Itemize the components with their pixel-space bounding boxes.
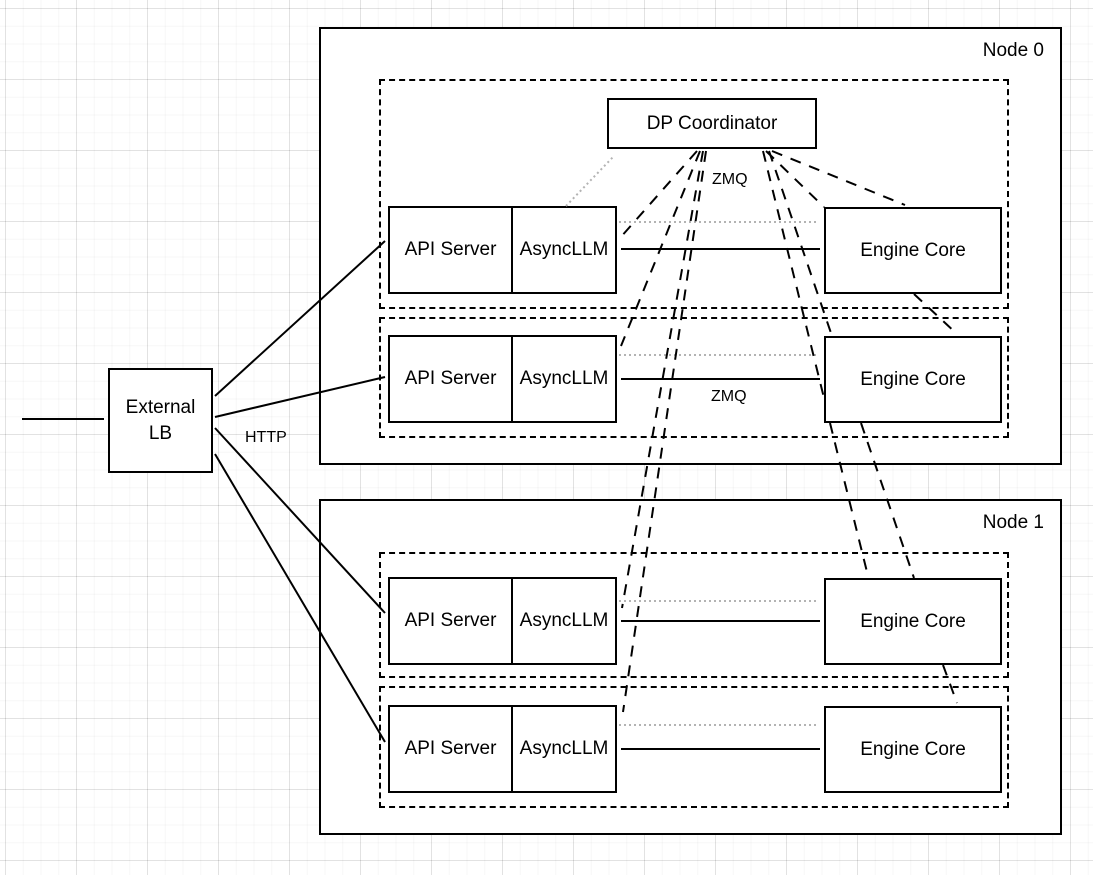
api-server-label: API Server [390,337,513,421]
asyncllm-label: AsyncLLM [519,738,609,759]
node0-label: Node 0 [982,40,1044,61]
external-lb-label: External LB [125,396,196,444]
api-server-label: API Server [390,707,513,791]
engine-core-label: Engine Core [860,368,966,390]
engine-core-label: Engine Core [860,239,966,261]
zmq-row-label: ZMQ [711,388,747,405]
zmq-coordinator-label: ZMQ [712,171,748,188]
api-server-label: API Server [390,208,513,292]
api-asyncllm-box-node1-rank0: API Server AsyncLLM [388,577,617,665]
engine-core-box-node1-rank0: Engine Core [824,578,1002,665]
asyncllm-label: AsyncLLM [519,610,609,631]
asyncllm-label: AsyncLLM [519,239,609,260]
asyncllm-label: AsyncLLM [519,368,609,389]
dp-coordinator-label: DP Coordinator [646,112,778,134]
api-asyncllm-box-node0-rank1: API Server AsyncLLM [388,335,617,423]
dp-coordinator-box: DP Coordinator [607,98,817,149]
api-asyncllm-box-node0-rank0: API Server AsyncLLM [388,206,617,294]
http-label: HTTP [245,429,287,446]
api-server-label: API Server [390,579,513,663]
api-asyncllm-box-node1-rank1: API Server AsyncLLM [388,705,617,793]
engine-core-box-node0-rank0: Engine Core [824,207,1002,294]
engine-core-label: Engine Core [860,610,966,632]
engine-core-label: Engine Core [860,738,966,760]
node1-label: Node 1 [982,512,1044,533]
external-lb-box: External LB [108,368,213,473]
engine-core-box-node0-rank1: Engine Core [824,336,1002,423]
engine-core-box-node1-rank1: Engine Core [824,706,1002,793]
